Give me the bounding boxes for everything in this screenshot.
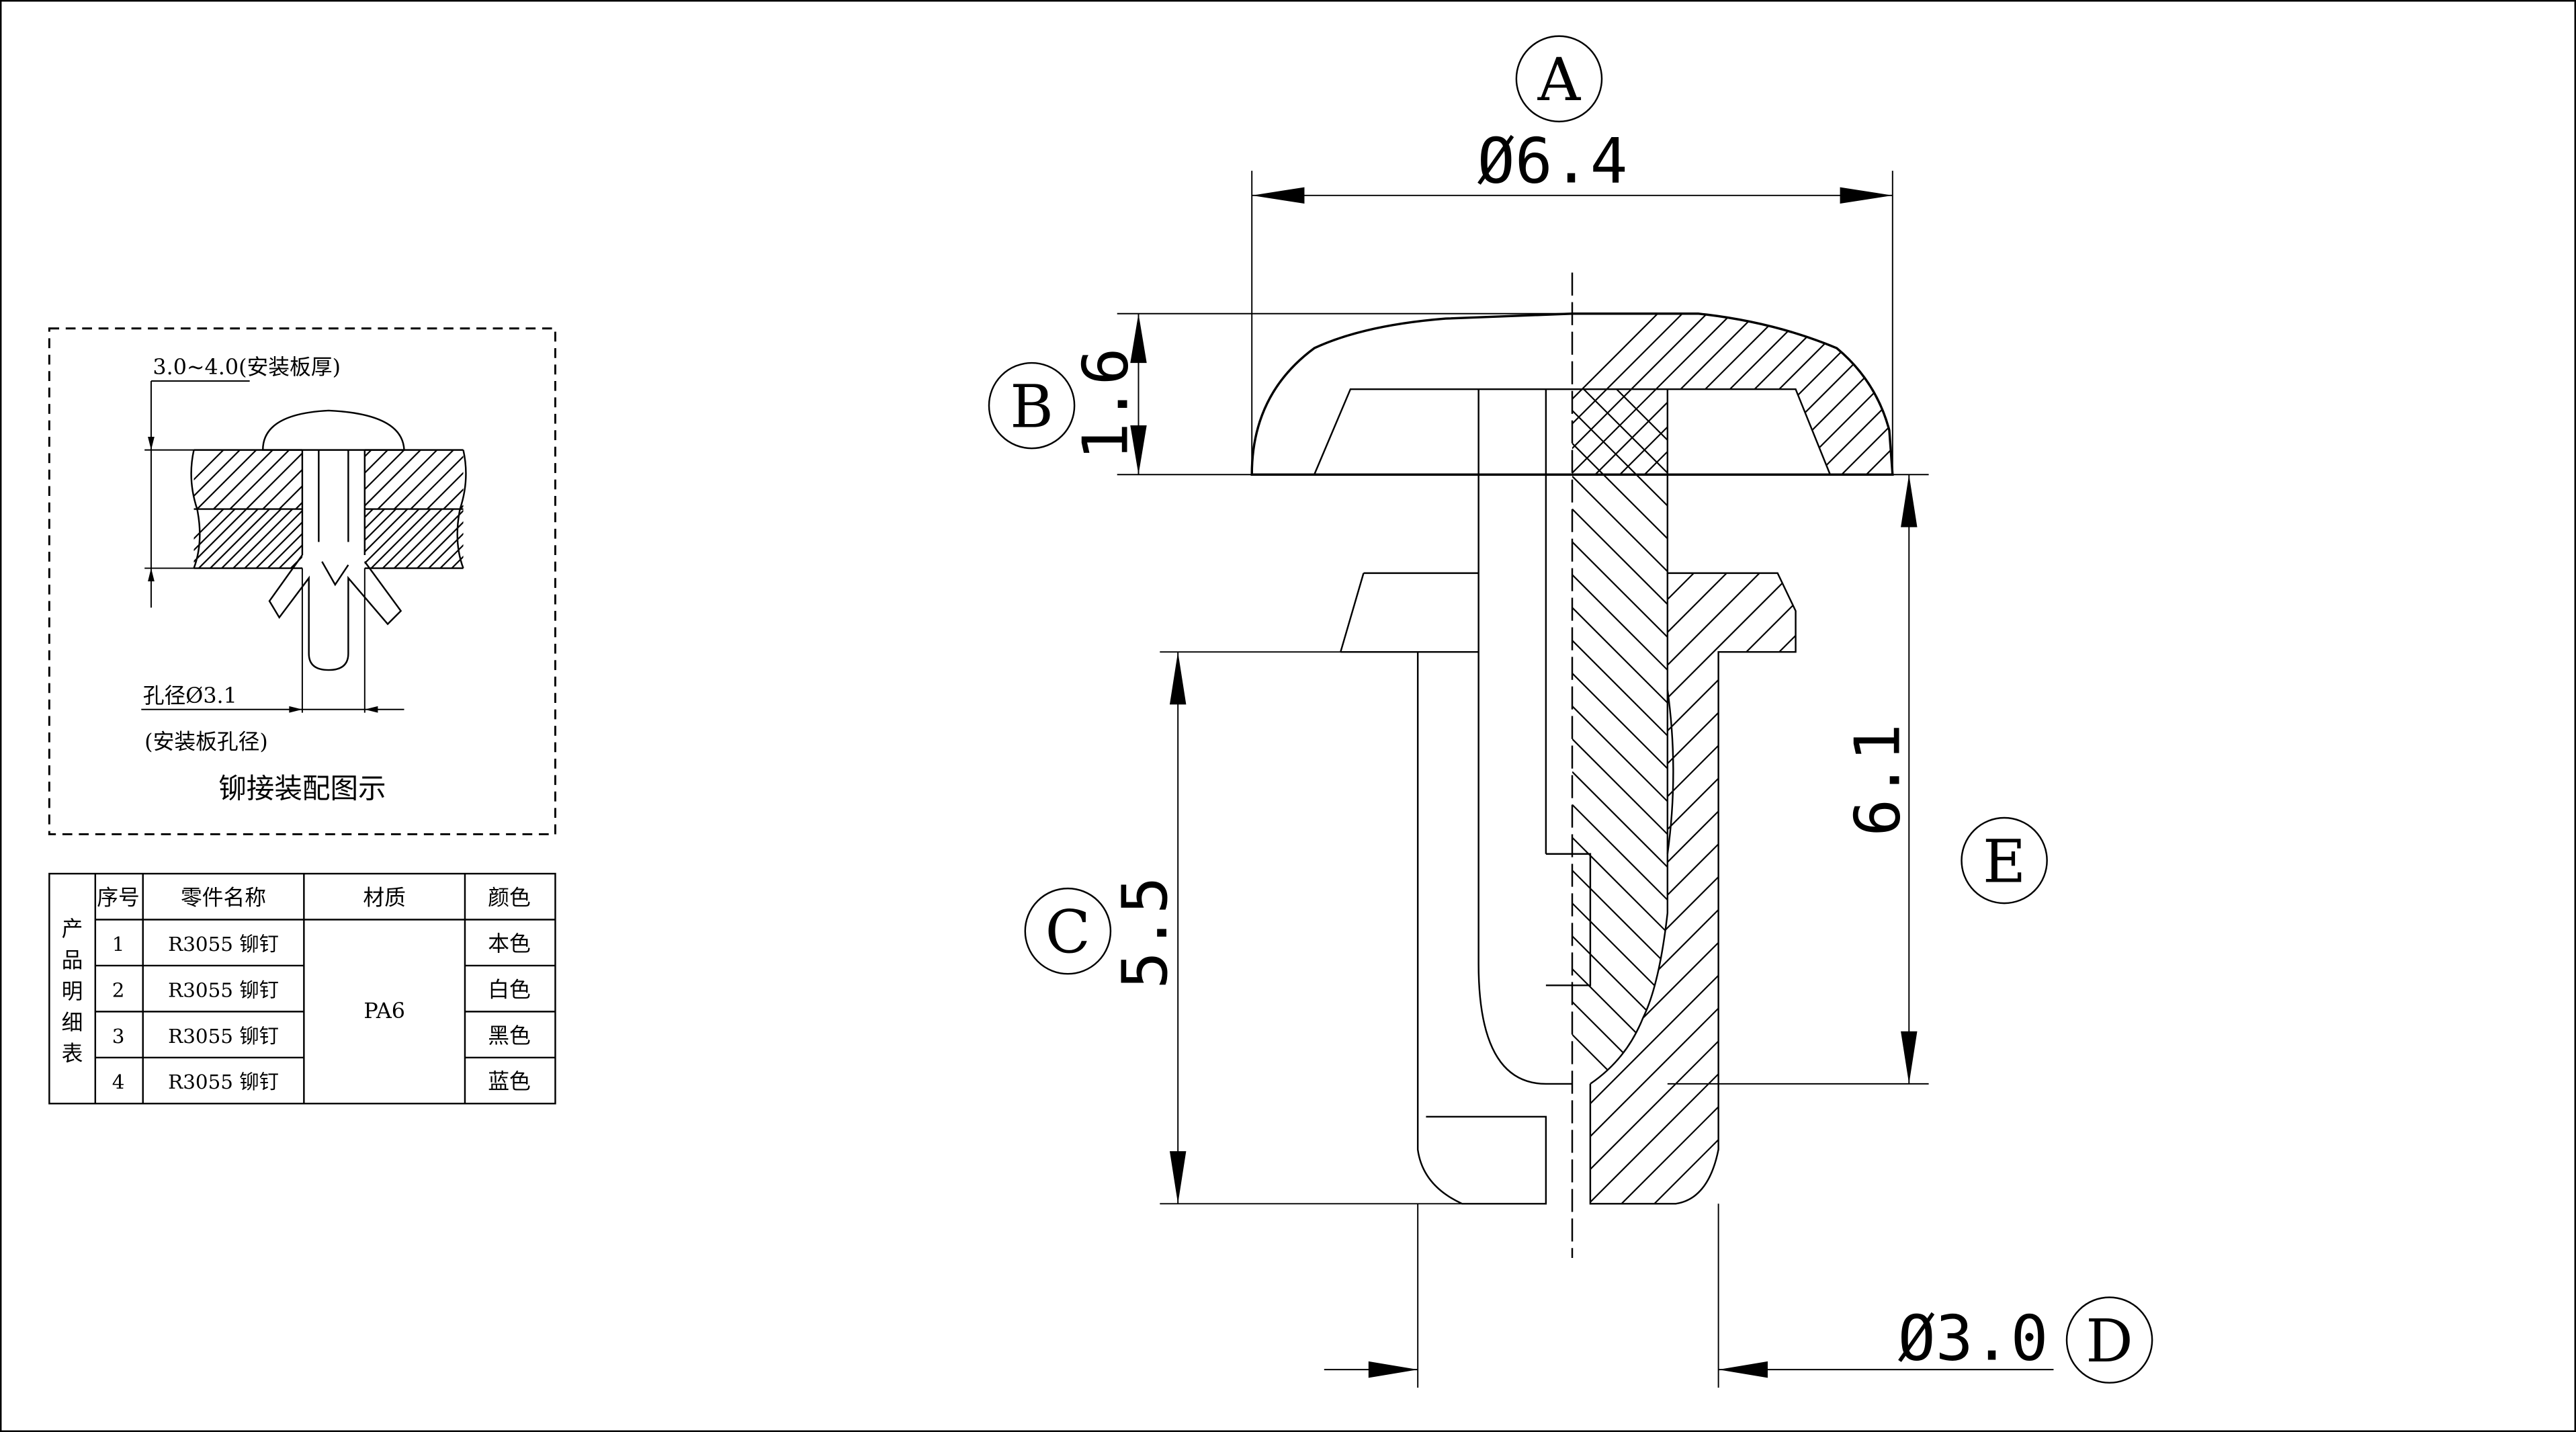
assembly-frame xyxy=(48,327,556,835)
svg-text:3: 3 xyxy=(112,1025,125,1048)
head-height-dimension: 1.6 xyxy=(1069,312,1699,476)
svg-text:本色: 本色 xyxy=(488,932,531,956)
table-header: 序号 零件名称 材质 颜色 xyxy=(97,886,531,911)
mounting-plate xyxy=(190,443,467,575)
callout-e: E xyxy=(1961,816,2048,904)
svg-text:品: 品 xyxy=(62,948,83,972)
svg-text:R3055 铆钉: R3055 铆钉 xyxy=(168,978,279,1001)
callout-b: B xyxy=(988,362,1076,450)
svg-text:A: A xyxy=(1537,45,1582,114)
table-row: 2 R3055 铆钉 白色 xyxy=(112,978,531,1002)
svg-text:表: 表 xyxy=(62,1042,83,1066)
svg-text:细: 细 xyxy=(62,1011,83,1035)
table-row: 4 R3055 铆钉 蓝色 xyxy=(112,1070,531,1094)
table-row: 3 R3055 铆钉 黑色 xyxy=(112,1024,531,1048)
head-diameter-label: Ø6.4 xyxy=(1477,124,1628,197)
plate-thickness-label: 3.0~4.0(安装板厚) xyxy=(153,355,341,380)
svg-text:R3055 铆钉: R3055 铆钉 xyxy=(168,1070,279,1093)
table-row: 1 R3055 铆钉 本色 xyxy=(112,932,531,956)
hole-diameter-label: 孔径Ø3.1 xyxy=(143,684,237,708)
svg-text:C: C xyxy=(1045,897,1090,966)
svg-text:E: E xyxy=(1983,827,2026,896)
svg-text:R3055 铆钉: R3055 铆钉 xyxy=(168,1025,279,1048)
header-index: 序号 xyxy=(97,886,140,911)
head-diameter-dimension: Ø6.4 xyxy=(1251,124,1893,475)
table-side-label: 产 品 明 细 表 xyxy=(62,917,83,1066)
shank-length-label: 5.5 xyxy=(1109,876,1181,989)
rivet-head xyxy=(1250,312,1894,476)
shank-diameter-label: Ø3.0 xyxy=(1898,1302,2049,1374)
assembly-caption: 铆接装配图示 xyxy=(218,772,386,805)
overall-length-dimension: 6.1 xyxy=(1667,474,1929,1085)
head-height-label: 1.6 xyxy=(1069,347,1142,460)
callout-d: D xyxy=(2065,1296,2153,1384)
header-color: 颜色 xyxy=(488,886,531,911)
svg-text:B: B xyxy=(1010,372,1054,441)
header-material: 材质 xyxy=(363,886,406,911)
overall-length-label: 6.1 xyxy=(1842,724,1914,837)
hole-note-label: (安装板孔径) xyxy=(144,730,268,754)
svg-text:4: 4 xyxy=(112,1070,125,1093)
svg-text:蓝色: 蓝色 xyxy=(488,1070,531,1094)
svg-text:明: 明 xyxy=(62,980,83,1004)
svg-text:黑色: 黑色 xyxy=(488,1024,531,1048)
rivet-section-view xyxy=(1250,272,1894,1258)
parts-table: 产 品 明 细 表 序号 零件名称 材质 颜色 PA6 1 R3055 铆钉 本… xyxy=(48,872,556,1105)
svg-text:1: 1 xyxy=(112,933,125,956)
svg-text:R3055 铆钉: R3055 铆钉 xyxy=(168,933,279,956)
hole-diameter-dimension: 孔径Ø3.1 (安装板孔径) xyxy=(141,568,404,754)
plate-thickness-dimension: 3.0~4.0(安装板厚) xyxy=(144,355,341,608)
assembly-rivet xyxy=(262,409,405,671)
callout-c: C xyxy=(1024,887,1112,975)
callout-a: A xyxy=(1515,35,1603,123)
svg-text:2: 2 xyxy=(112,978,125,1001)
header-part-name: 零件名称 xyxy=(181,886,266,911)
shank-length-dimension: 5.5 xyxy=(1109,651,1463,1205)
svg-text:白色: 白色 xyxy=(488,978,531,1002)
svg-text:D: D xyxy=(2086,1306,2133,1376)
svg-text:产: 产 xyxy=(62,917,83,941)
material-cell: PA6 xyxy=(363,999,405,1023)
assembly-diagram: 3.0~4.0(安装板厚) 孔径Ø3.1 (安装板孔径) 铆接装配图示 xyxy=(48,327,556,835)
shank-diameter-dimension: Ø3.0 xyxy=(1324,1204,2054,1388)
